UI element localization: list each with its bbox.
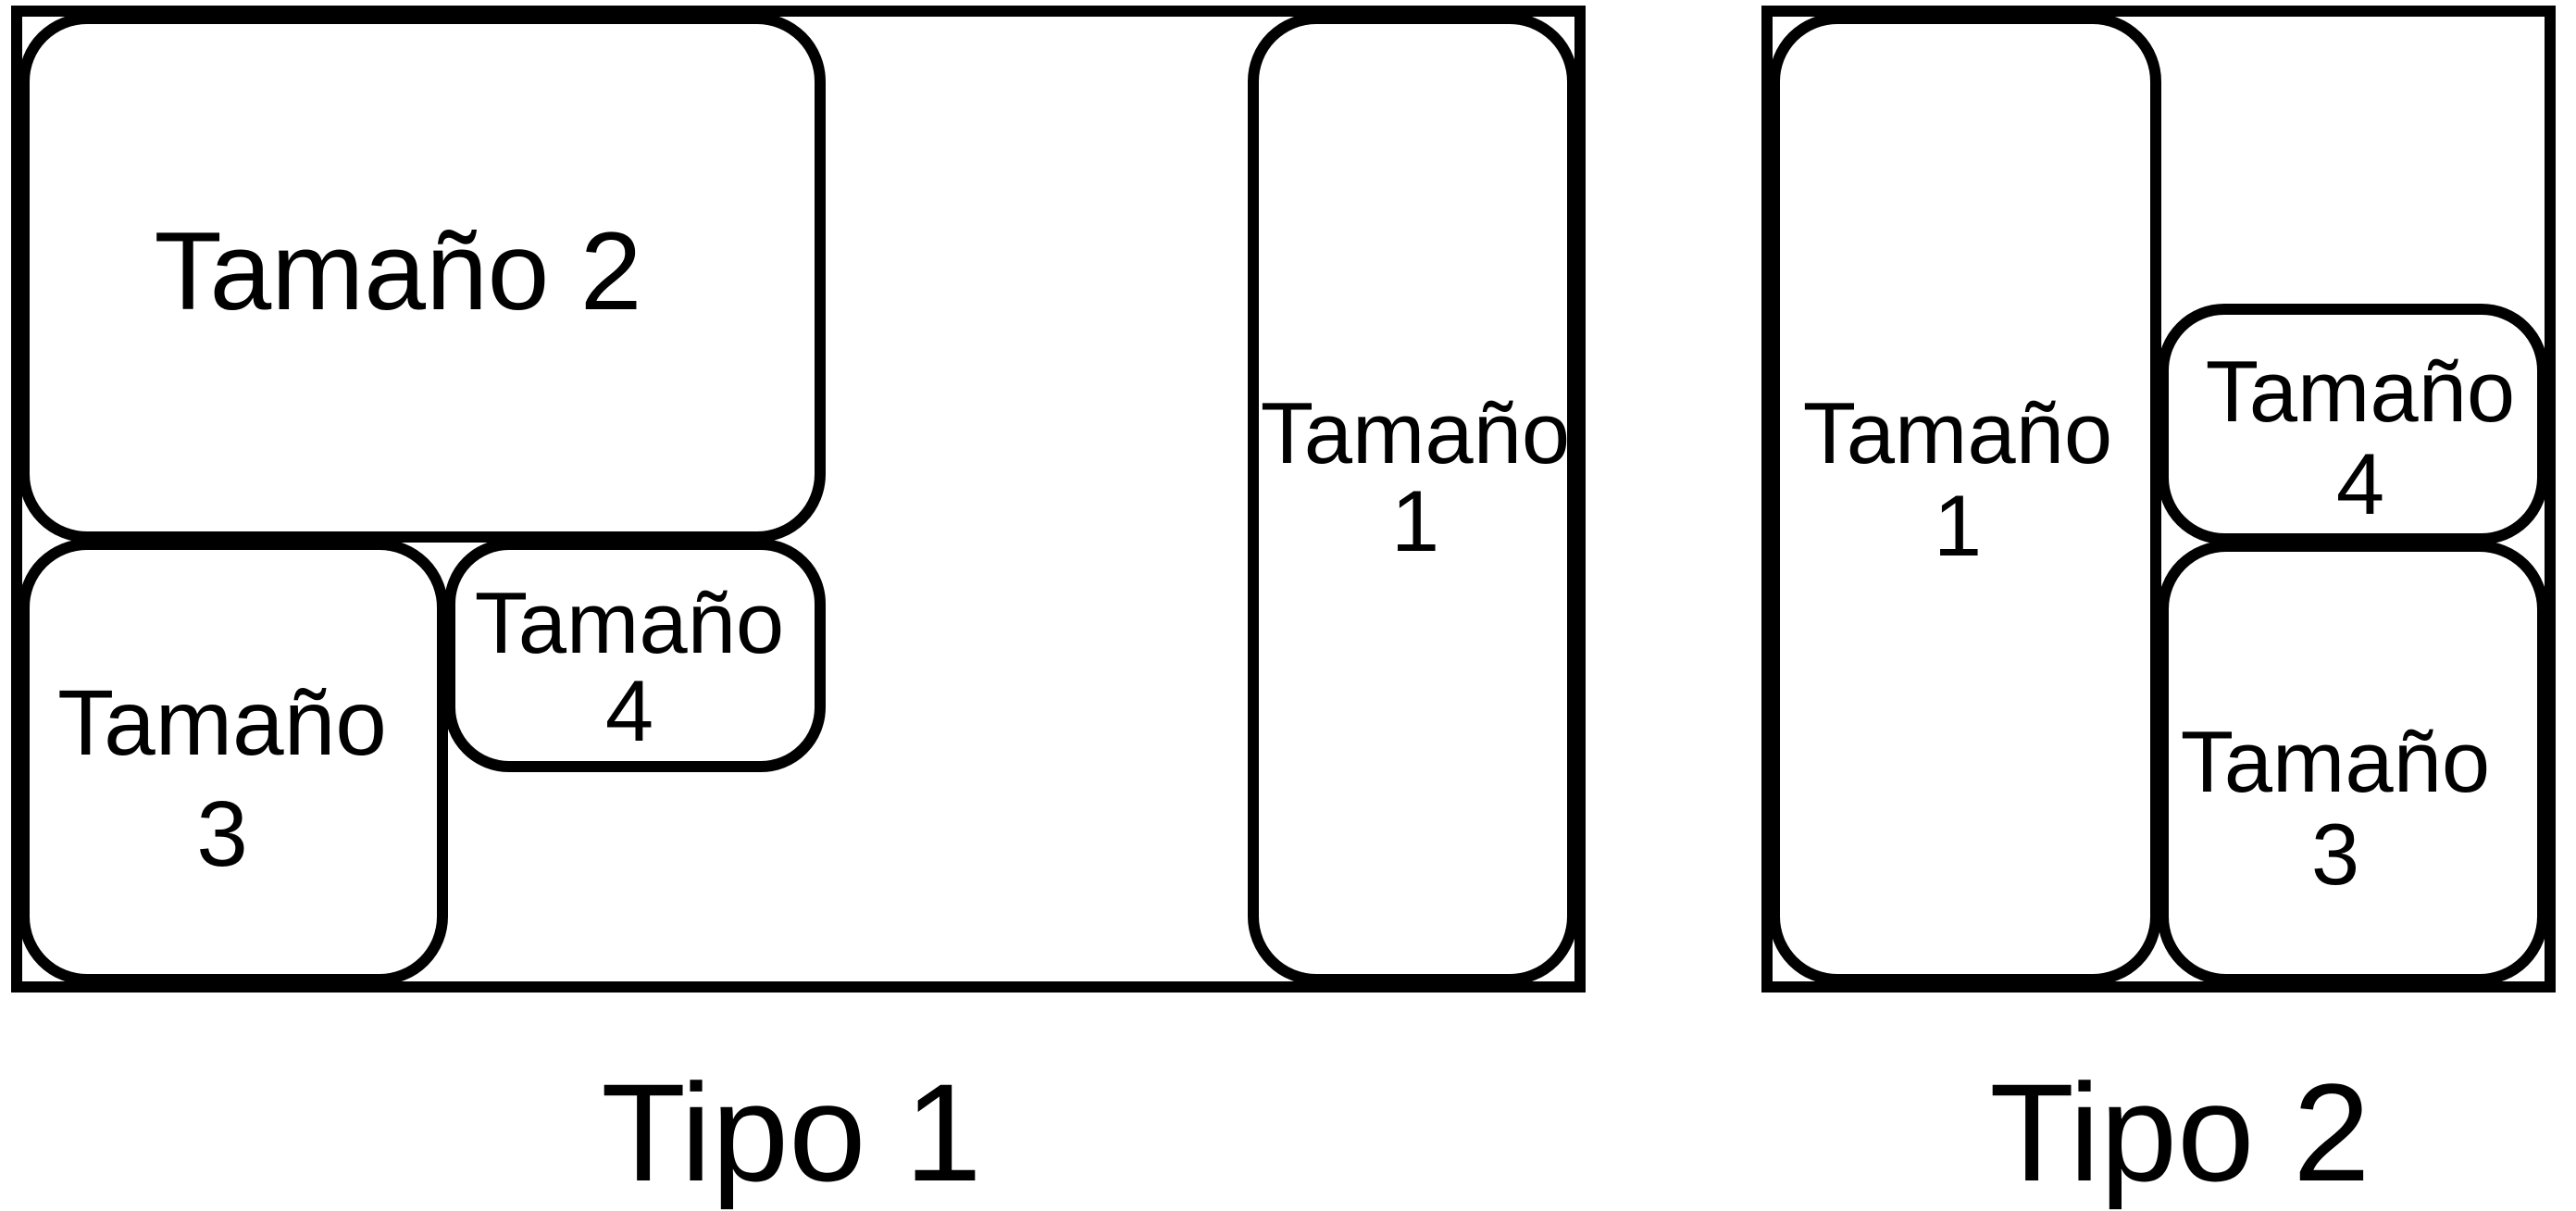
tipo-1-box-tamano-2-shape <box>19 13 826 543</box>
tipo-1-box-tamano-4-label-line2: 4 <box>605 662 653 759</box>
tipo-2-box-tamano-3-shape <box>2158 541 2548 985</box>
tipo-1-box-tamano-1: Tamaño 1 <box>1248 13 1578 985</box>
tipo-2-box-tamano-3-label-line1: Tamaño <box>2181 713 2490 810</box>
tipo-1-box-tamano-1-shape <box>1248 13 1578 985</box>
tipo-2-box-tamano-1-label-line1: Tamaño <box>1803 384 2112 481</box>
tipo-2-box-tamano-4: Tamaño 4 <box>2158 304 2548 544</box>
tipo-1-box-tamano-1-label-line1: Tamaño <box>1261 384 1570 481</box>
panel-tipo-1: Tamaño 2 Tamaño 1 Tamaño 3 Tamaño 4 Tipo… <box>11 6 1586 1210</box>
tipo-2-box-tamano-4-shape <box>2158 304 2548 544</box>
tipo-1-box-tamano-3-shape <box>19 539 448 985</box>
tipo-1-box-tamano-4-shape <box>444 539 826 772</box>
tipo-1-box-tamano-2: Tamaño 2 <box>19 13 826 543</box>
tipo-2-box-tamano-3: Tamaño 3 <box>2158 541 2548 985</box>
tipo-2-box-tamano-4-label-line2: 4 <box>2336 435 2384 532</box>
tipo-2-box-tamano-1-label-line2: 1 <box>1934 477 1982 574</box>
tipo-1-box-tamano-2-label: Tamaño 2 <box>155 209 642 333</box>
tipo-1-box-tamano-4-label-line1: Tamaño <box>475 574 784 671</box>
tipo-1-caption: Tipo 1 <box>601 1055 981 1210</box>
tipo-1-box-tamano-4: Tamaño 4 <box>444 539 826 772</box>
panel-tipo-2: Tamaño 1 Tamaño 4 Tamaño 3 Tipo 2 <box>1761 6 2556 1210</box>
tipo-2-box-tamano-1: Tamaño 1 <box>1769 13 2161 985</box>
tipo-2-box-tamano-4-label-line1: Tamaño <box>2206 343 2515 440</box>
tipo-1-box-tamano-1-label-line2: 1 <box>1391 472 1439 569</box>
tipo-2-box-tamano-1-shape <box>1769 13 2161 985</box>
tipo-1-box-tamano-3-label-line2: 3 <box>196 782 248 886</box>
tipo-2-box-tamano-3-label-line2: 3 <box>2311 805 2359 903</box>
tipo-1-box-tamano-3-label-line1: Tamaño <box>57 671 387 775</box>
tipo-1-box-tamano-3: Tamaño 3 <box>19 539 448 985</box>
tipo-2-caption: Tipo 2 <box>1989 1055 2370 1210</box>
